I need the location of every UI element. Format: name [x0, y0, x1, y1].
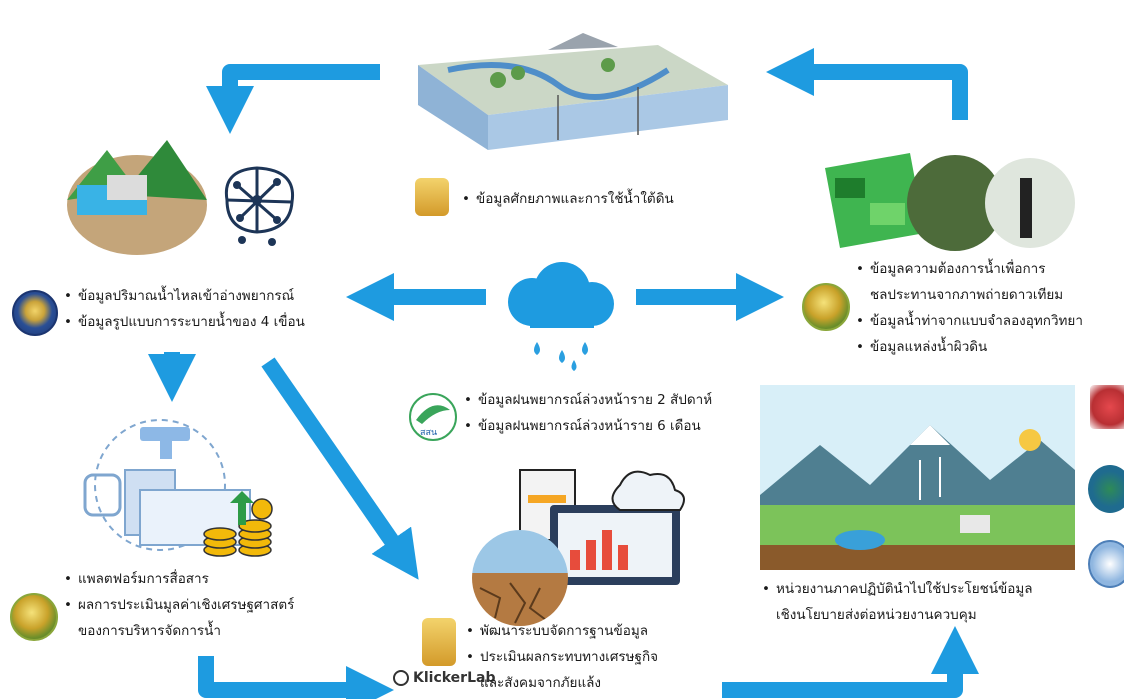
arrow-platform-to-database: [198, 656, 394, 699]
university-shrine-logo: [415, 178, 449, 216]
groundwater-item: ข้อมูลศักยภาพและการใช้น้ำใต้ดิน: [462, 186, 674, 212]
satellite-farm-icon: [825, 153, 1075, 251]
groundwater-diagram-icon: [418, 33, 728, 150]
agency-logo: [1088, 465, 1124, 513]
platform-text: แพลตฟอร์มการสื่อสาร ผลการประเมินมูลค่าเช…: [64, 566, 294, 644]
irrigation-item-continued: ชลประทานจากภาพถ่ายดาวเทียม: [870, 287, 1064, 303]
rainfall-text: ข้อมูลฝนพยากรณ์ล่วงหน้าราย 2 สัปดาห์ ข้อ…: [464, 387, 712, 439]
klickerlab-label: KlickerLab: [413, 670, 496, 686]
sasn-logo: [409, 393, 457, 441]
groundwater-text: ข้อมูลศักยภาพและการใช้น้ำใต้ดิน: [462, 186, 674, 212]
database-text: พัฒนาระบบจัดการฐานข้อมูล ประเมินผลกระทบท…: [466, 618, 658, 696]
reservoir-text: ข้อมูลปริมาณน้ำไหลเข้าอ่างพยากรณ์ ข้อมูล…: [64, 283, 305, 335]
coins-icon: [203, 491, 273, 557]
platform-item: แพลตฟอร์มการสื่อสาร: [64, 566, 294, 592]
arrow-database-to-policy: [722, 626, 979, 698]
rain-cloud-icon: [508, 262, 614, 371]
irrigation-item: ข้อมูลน้ำท่าจากแบบจำลองอุทกวิทยา: [856, 308, 1083, 334]
policy-text: หน่วยงานภาคปฏิบัตินำไปใช้ประโยชน์ข้อมูล …: [762, 576, 1033, 628]
reservoir-item: ข้อมูลรูปแบบการระบายน้ำของ 4 เขื่อน: [64, 309, 305, 335]
arrow-irrigation-to-groundwater: [766, 48, 968, 120]
database-item: พัฒนาระบบจัดการฐานข้อมูล: [466, 618, 658, 644]
irrigation-item: ข้อมูลความต้องการน้ำเพื่อการ: [856, 256, 1083, 282]
arrow-reservoir-to-database: [261, 357, 419, 580]
database-item: ประเมินผลกระทบทางเศรษฐกิจ: [466, 644, 658, 670]
klickerlab-mark-icon: [393, 670, 409, 686]
sasn-label: สสน: [420, 428, 438, 438]
database-item-continued: และสังคมจากภัยแล้ง: [480, 675, 602, 691]
policy-item-continued: เชิงนโยบายส่งต่อหน่วยงานควบคุม: [776, 607, 977, 623]
royal-seal-logo: [802, 283, 850, 331]
dam-mountain-icon: [67, 140, 207, 255]
policy-item: หน่วยงานภาคปฏิบัตินำไปใช้ประโยชน์ข้อมูล: [762, 576, 1033, 602]
rid-seal-logo: [12, 290, 58, 336]
arrow-groundwater-to-reservoir: [206, 64, 380, 134]
reservoir-item: ข้อมูลปริมาณน้ำไหลเข้าอ่างพยากรณ์: [64, 283, 305, 309]
rainfall-item: ข้อมูลฝนพยากรณ์ล่วงหน้าราย 6 เดือน: [464, 413, 712, 439]
platform-item-continued: ของการบริหารจัดการน้ำ: [78, 623, 221, 639]
agency-logo: [1088, 540, 1124, 588]
drought-icon: [472, 530, 568, 626]
royal-seal-logo: [10, 593, 58, 641]
klickerlab-logo: KlickerLab: [393, 670, 495, 686]
network-brain-icon: [224, 166, 295, 246]
landscape-icon: [760, 385, 1075, 575]
rainfall-item: ข้อมูลฝนพยากรณ์ล่วงหน้าราย 2 สัปดาห์: [464, 387, 712, 413]
agency-logo: [1090, 385, 1124, 429]
irrigation-item: ข้อมูลแหล่งน้ำผิวดิน: [856, 334, 1083, 360]
university-shrine-logo: [422, 618, 456, 666]
irrigation-text: ข้อมูลความต้องการน้ำเพื่อการ ชลประทานจาก…: [856, 256, 1083, 360]
platform-item: ผลการประเมินมูลค่าเชิงเศรษฐศาสตร์: [64, 592, 294, 618]
